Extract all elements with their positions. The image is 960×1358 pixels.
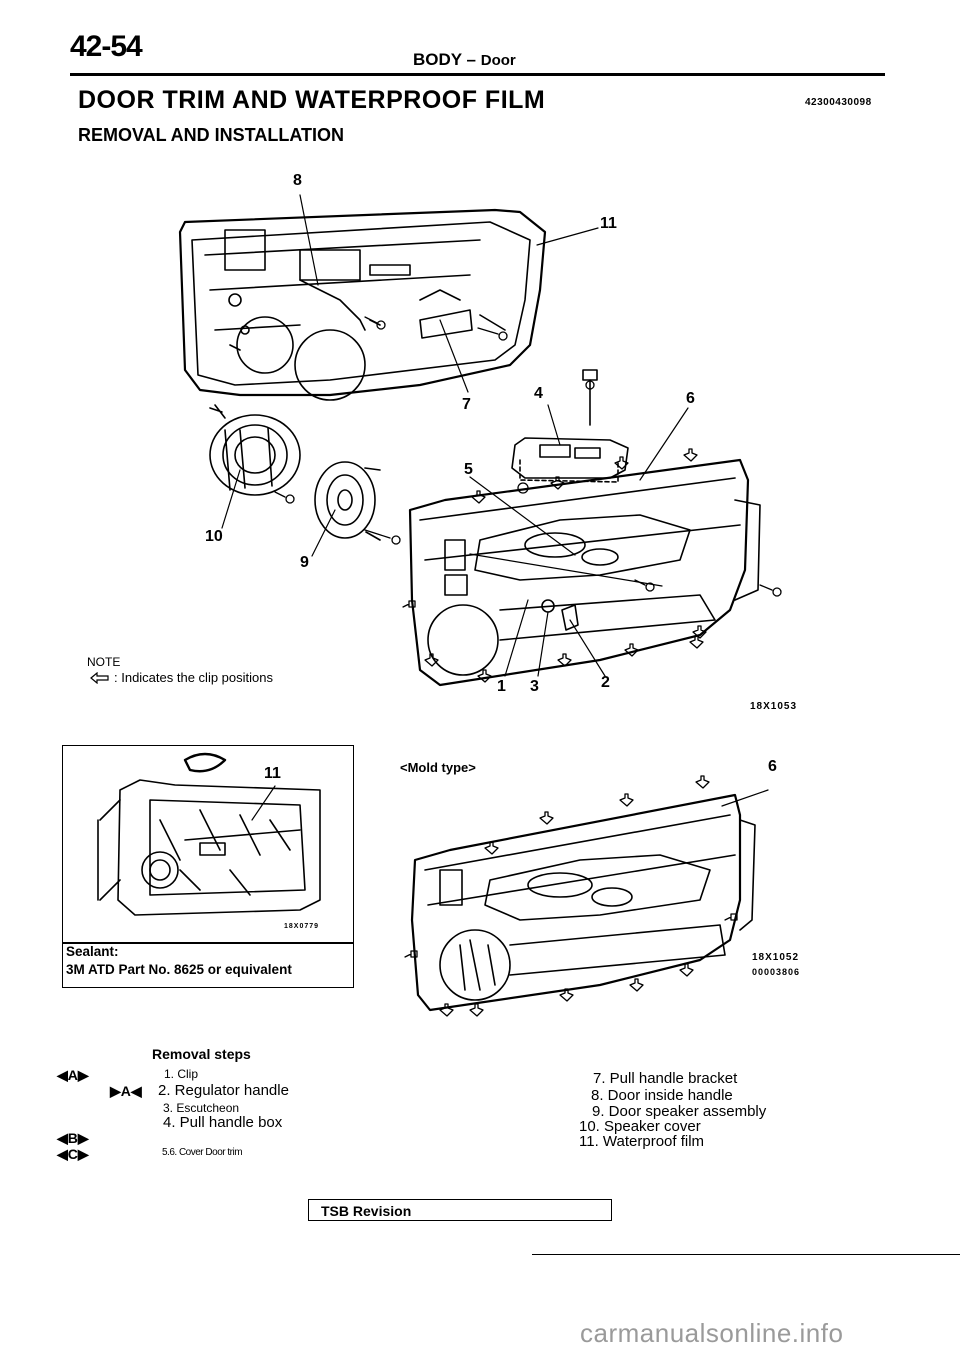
- section-code: 42300430098: [805, 97, 872, 108]
- step-3: 3. Escutcheon: [163, 1101, 240, 1115]
- leader-lines: [221, 194, 769, 821]
- mold-type-label: <Mold type>: [400, 760, 476, 775]
- page-number: 42-54: [70, 30, 143, 63]
- watermark: carmanualsonline.info: [580, 1318, 844, 1348]
- door-speaker-drawing: [314, 461, 381, 541]
- step-11: 11. Waterproof film: [579, 1133, 705, 1150]
- header-separator: –: [466, 50, 477, 69]
- step-10: 10. Speaker cover: [579, 1118, 701, 1135]
- callout-5: 5: [464, 461, 473, 478]
- header-section: BODY: [413, 50, 462, 69]
- section-subtitle: REMOVAL AND INSTALLATION: [78, 125, 344, 145]
- footer-rule: [532, 1254, 960, 1255]
- door-trim-drawing: [408, 458, 761, 687]
- sealant-spec: 3M ATD Part No. 8625 or equivalent: [66, 962, 292, 977]
- figure-code-sealant: 18X0779: [284, 923, 320, 930]
- figure-code-mold-2: 00003806: [752, 967, 801, 977]
- sealant-figure-frame: [62, 745, 354, 988]
- step-1: 1. Clip: [164, 1067, 199, 1081]
- callout-3: 3: [530, 678, 539, 695]
- callout-9: 9: [300, 554, 309, 571]
- step-marker-a-left: ◀A▶: [57, 1067, 89, 1083]
- door-inner-panel-drawing: [178, 208, 547, 401]
- sealant-callout-11: 11: [264, 765, 281, 782]
- tsb-revision-box: TSB Revision: [308, 1199, 612, 1221]
- mold-trim-drawing: [410, 793, 756, 1012]
- callout-4: 4: [534, 385, 543, 402]
- clip-markers: [402, 448, 738, 1017]
- step-8: 8. Door inside handle: [591, 1087, 733, 1104]
- screw-markers: [274, 316, 782, 597]
- removal-steps-title: Removal steps: [152, 1046, 251, 1062]
- sealant-heading: Sealant:: [66, 944, 119, 959]
- header-rule: [70, 73, 885, 76]
- step-marker-b: ◀B▶: [57, 1130, 89, 1146]
- step-marker-c: ◀C▶: [57, 1146, 89, 1162]
- callout-10: 10: [205, 528, 223, 545]
- waterproof-film-drawing: [97, 752, 321, 916]
- callout-11: 11: [600, 215, 617, 232]
- step-4: 4. Pull handle box: [163, 1114, 283, 1131]
- pull-handle-box-drawing: [511, 369, 629, 483]
- note-text-row: : Indicates the clip positions: [90, 670, 273, 685]
- step-2: 2. Regulator handle: [158, 1082, 289, 1099]
- speaker-cover-drawing: [209, 404, 301, 496]
- callout-6: 6: [686, 390, 695, 407]
- figure-code-mold: 18X1052: [752, 952, 800, 963]
- step-7: 7. Pull handle bracket: [593, 1070, 738, 1087]
- mold-callout-6: 6: [768, 758, 777, 775]
- figure-code-main: 18X1053: [750, 701, 798, 712]
- clip-arrow-icon: [90, 671, 109, 684]
- running-header: BODY – Door: [413, 50, 516, 70]
- section-title: DOOR TRIM AND WATERPROOF FILM: [78, 86, 546, 114]
- step-marker-a-right: ▶A◀: [110, 1083, 142, 1099]
- callout-2: 2: [601, 674, 610, 691]
- callout-8: 8: [293, 172, 302, 189]
- note-label: NOTE: [87, 655, 121, 669]
- step-5-6: 5.6. Cover Door trim: [162, 1147, 243, 1158]
- callout-7: 7: [462, 396, 471, 413]
- step-9: 9. Door speaker assembly: [592, 1103, 767, 1120]
- sealant-divider: [62, 942, 354, 944]
- note-text: : Indicates the clip positions: [114, 670, 273, 685]
- callout-1: 1: [497, 678, 506, 695]
- header-subsection: Door: [480, 52, 516, 69]
